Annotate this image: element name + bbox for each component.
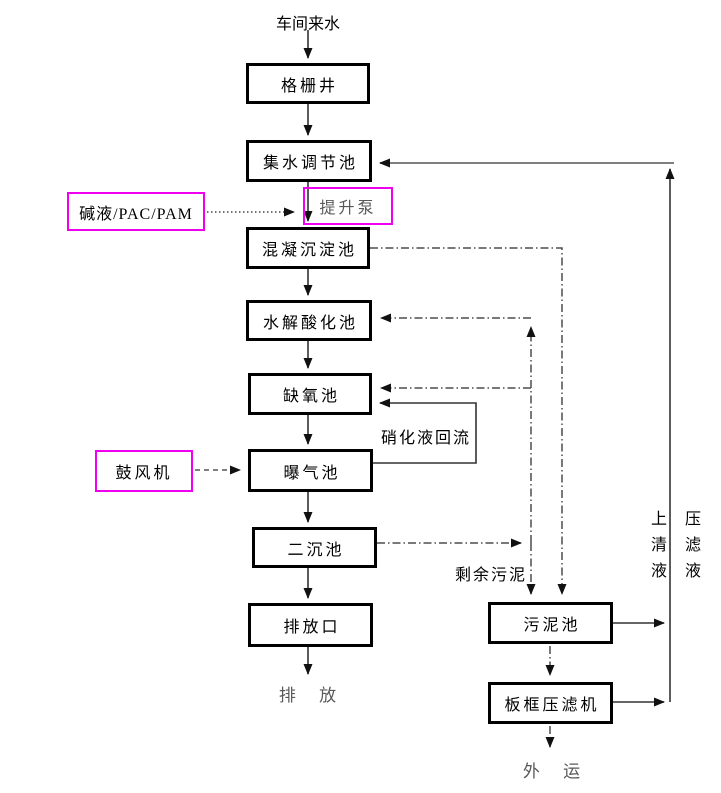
filtrate-label: 压滤液 bbox=[682, 510, 699, 588]
node-secondary-clarifier: 二沉池 bbox=[252, 527, 377, 568]
node-coagulation-tank: 混凝沉淀池 bbox=[246, 227, 370, 269]
offsite-label: 外 运 bbox=[522, 762, 586, 781]
excess-sludge-label: 剩余污泥 bbox=[455, 567, 528, 584]
nitrified-recycle-label: 硝化液回流 bbox=[381, 430, 472, 447]
discharge-label: 排 放 bbox=[278, 686, 342, 705]
supernatant-label: 上清液 bbox=[648, 510, 665, 588]
node-grid-well: 格栅井 bbox=[246, 63, 370, 104]
node-lift-pump: 提升泵 bbox=[303, 187, 393, 225]
node-outfall: 排放口 bbox=[248, 603, 373, 647]
node-blower: 鼓风机 bbox=[95, 450, 193, 492]
influent-label: 车间来水 bbox=[275, 16, 340, 33]
node-filter-press: 板框压滤机 bbox=[488, 682, 613, 724]
line-coagulation-sludge-to-sludge-tank bbox=[370, 247, 567, 595]
node-hydrolysis-tank: 水解酸化池 bbox=[246, 300, 372, 341]
node-aeration-tank: 曝气池 bbox=[248, 449, 373, 492]
line-nitrified-recycle bbox=[373, 398, 477, 464]
node-sludge-tank: 污泥池 bbox=[488, 602, 613, 644]
node-regulating-tank: 集水调节池 bbox=[246, 140, 372, 182]
node-anoxic-tank: 缺氧池 bbox=[248, 373, 372, 415]
node-dosing: 碱液/PAC/PAM bbox=[67, 192, 205, 231]
